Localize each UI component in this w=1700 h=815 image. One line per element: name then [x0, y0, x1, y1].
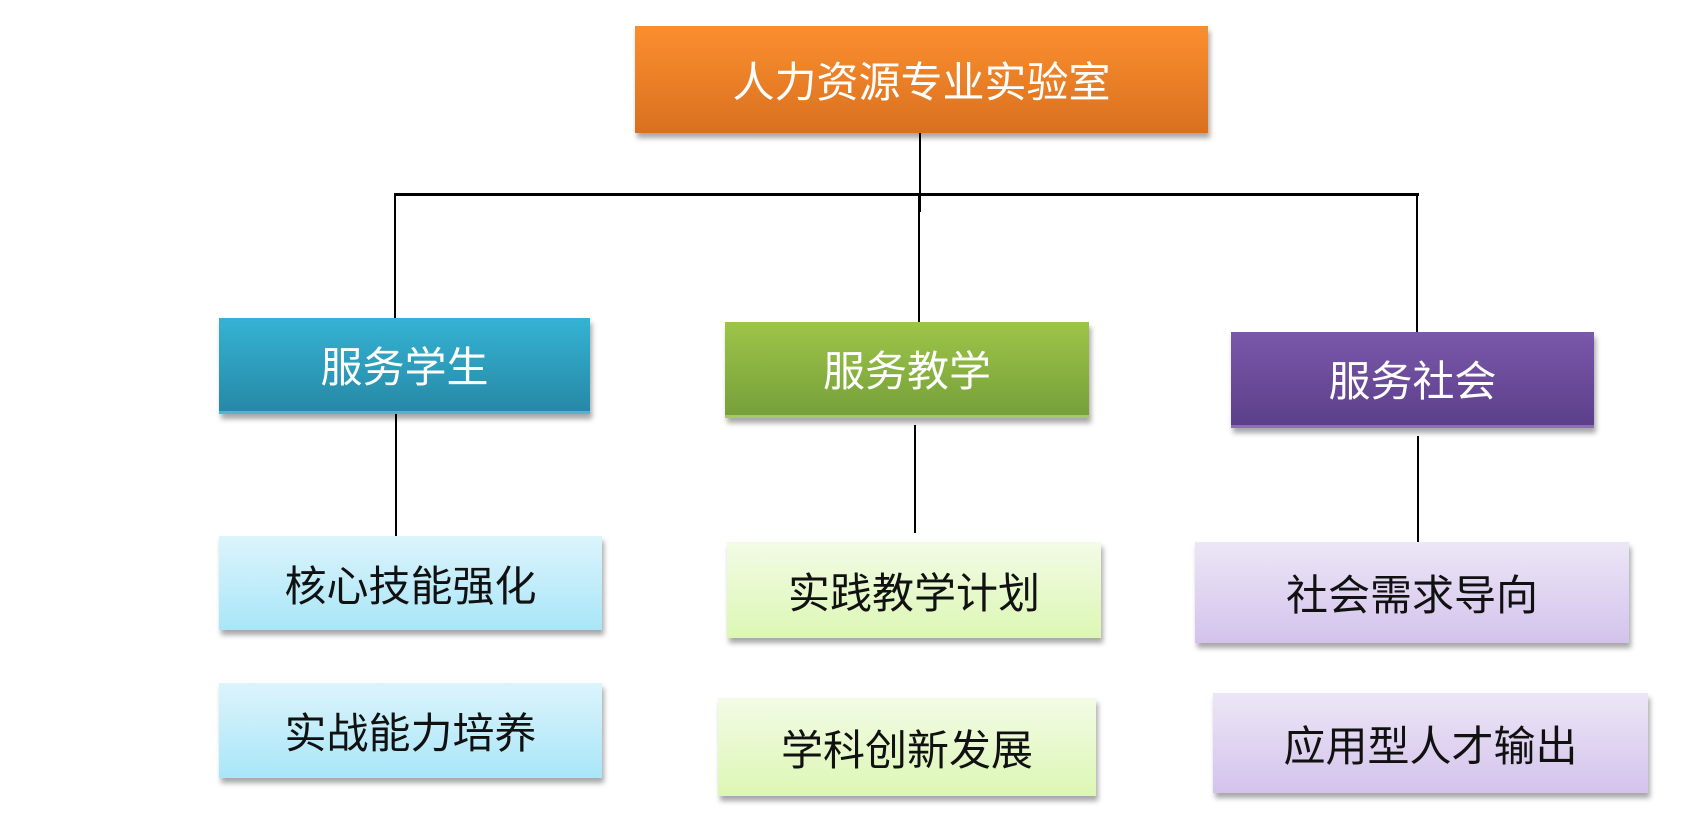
connector-teaching-child — [914, 425, 916, 533]
node-serve-society: 服务社会 — [1231, 332, 1594, 428]
connector-horizontal — [394, 193, 1419, 196]
connector-society-child — [1417, 436, 1419, 542]
node-serve-students: 服务学生 — [219, 318, 590, 414]
connector-students — [394, 195, 396, 319]
item-practice-teaching-plan: 实践教学计划 — [727, 542, 1101, 638]
root-node: 人力资源专业实验室 — [635, 26, 1208, 133]
node-serve-teaching: 服务教学 — [725, 322, 1089, 418]
item-social-demand: 社会需求导向 — [1195, 542, 1629, 643]
connector-students-child — [395, 414, 397, 536]
item-core-skills: 核心技能强化 — [219, 536, 602, 630]
item-applied-talent: 应用型人才输出 — [1213, 693, 1648, 793]
connector-society — [1416, 195, 1418, 333]
connector-teaching — [918, 195, 920, 323]
item-practical-ability: 实战能力培养 — [219, 683, 602, 778]
item-discipline-innovation: 学科创新发展 — [718, 698, 1096, 796]
connector-root — [919, 126, 921, 212]
